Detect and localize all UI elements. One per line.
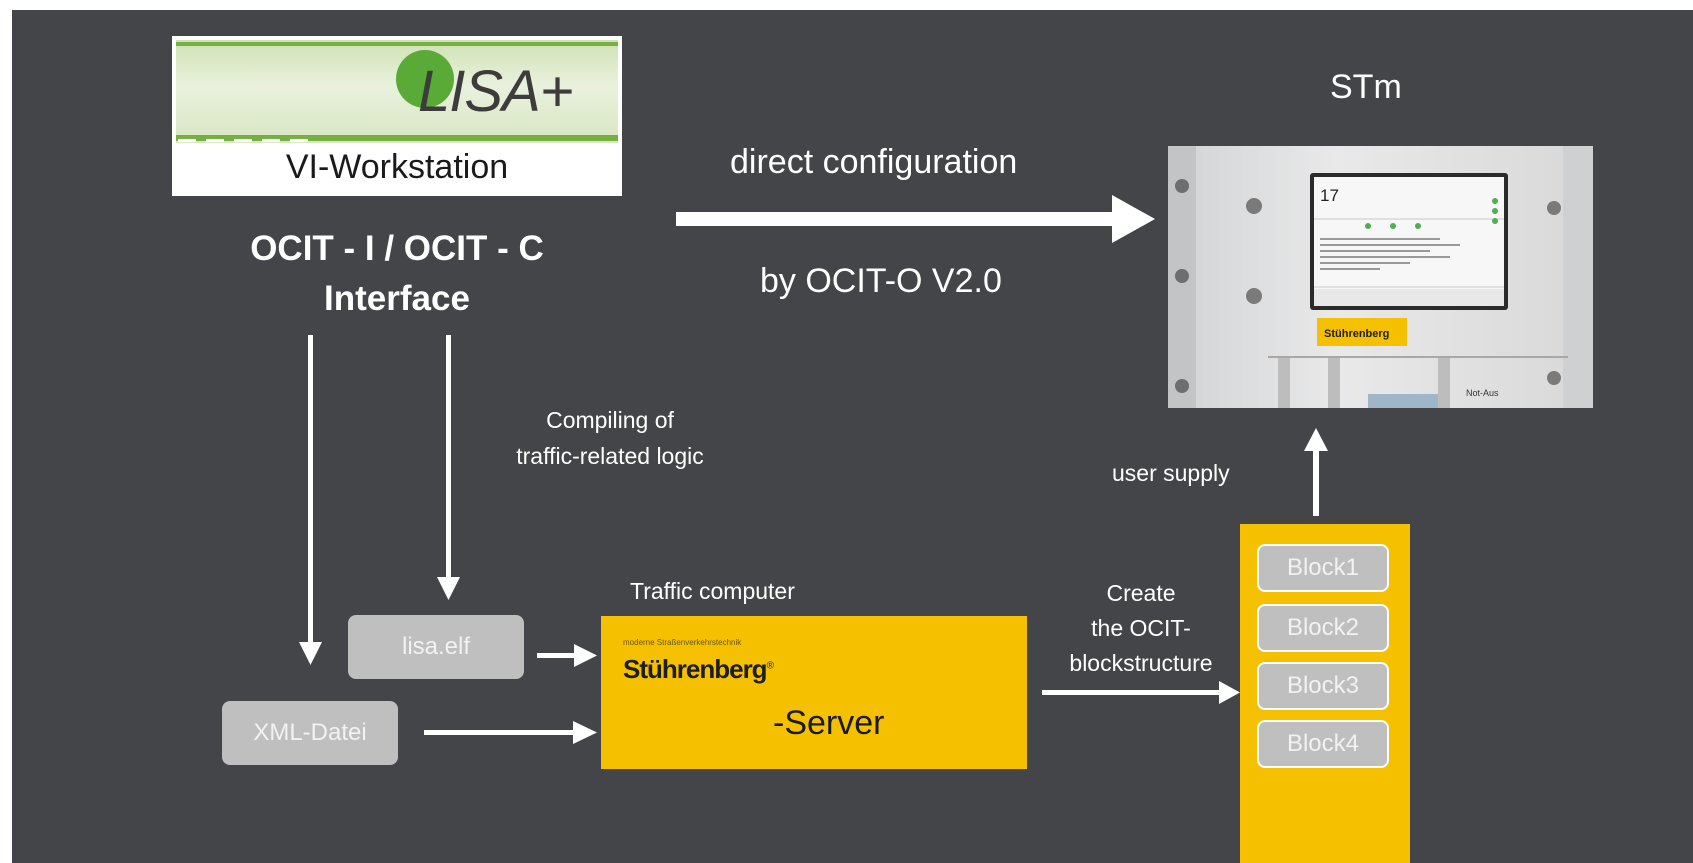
compiling-label-line1: Compiling of [546, 407, 674, 433]
create-blockstructure-label: Create the OCIT- blockstructure [1046, 576, 1236, 681]
ocit-o-version-label: by OCIT-O V2.0 [760, 262, 1002, 300]
user-supply-arrow [1304, 428, 1328, 516]
interface-label-line1: OCIT - I / OCIT - C [250, 229, 544, 268]
interface-label-line2: Interface [324, 279, 470, 318]
stm-title: STm [1330, 68, 1402, 106]
registered-mark: ® [766, 660, 774, 672]
logo-dash [234, 139, 252, 142]
logo-dash [290, 139, 308, 142]
stm-controller-drawing: 17 Stührenberg Not-Aus [1168, 146, 1593, 408]
logo-circle-icon [396, 50, 454, 108]
lisa-elf-file: lisa.elf [348, 615, 524, 679]
logo-top-stripe [176, 42, 618, 46]
user-supply-label: user supply [1112, 460, 1230, 486]
logo-dash [178, 139, 196, 142]
logo-bottom-stripe [176, 135, 618, 141]
block-item: Block3 [1257, 662, 1389, 710]
elf-to-server-arrow [537, 644, 597, 667]
workstation-caption: VI-Workstation [285, 148, 509, 186]
create-label-line1: Create [1106, 580, 1176, 606]
interface-to-elf-arrow [437, 335, 460, 600]
create-label-line2: the OCIT- [1091, 615, 1191, 641]
xml-datei-file: XML-Datei [222, 701, 398, 765]
stm-device-brand: Stührenberg [1324, 328, 1389, 340]
stm-not-aus-label: Not-Aus [1466, 388, 1499, 398]
ocit-block-column: Block1 Block2 Block3 Block4 [1240, 524, 1410, 863]
lisa-logo-box: LISA+ VI-Workstation [172, 36, 622, 196]
diagram-canvas: LISA+ VI-Workstation OCIT - I / OCIT - C… [12, 10, 1693, 863]
create-label-line3: blockstructure [1069, 650, 1213, 676]
logo-dash [262, 139, 280, 142]
interface-to-xml-arrow [299, 335, 322, 665]
lisa-logo-banner: LISA+ [176, 40, 618, 143]
direct-configuration-arrow [676, 195, 1155, 243]
server-brand-logo: Stührenberg® [623, 654, 774, 685]
server-brand-tagline: moderne Straßenverkehrstechnik [623, 638, 742, 647]
compiling-label-line2: traffic-related logic [516, 443, 704, 469]
compiling-label: Compiling of traffic-related logic [490, 402, 730, 474]
server-brand-name: Stührenberg [623, 654, 768, 684]
block-item: Block2 [1257, 604, 1389, 652]
interface-label: OCIT - I / OCIT - C Interface [162, 224, 632, 324]
arrow-layer [299, 195, 1328, 744]
traffic-computer-label: Traffic computer [630, 578, 795, 604]
lisa-logo-text: LISA+ [418, 59, 574, 124]
block-item: Block4 [1257, 720, 1389, 768]
stm-screen-number: 17 [1320, 186, 1339, 205]
stm-controller-image: 17 Stührenberg Not-Aus [1168, 146, 1593, 408]
xml-to-server-arrow [424, 721, 597, 744]
logo-dash [206, 139, 224, 142]
server-to-blocks-arrow [1042, 681, 1240, 704]
traffic-computer-server: moderne Straßenverkehrstechnik Stührenbe… [601, 616, 1027, 769]
server-label: -Server [773, 704, 885, 742]
direct-configuration-label: direct configuration [730, 143, 1018, 181]
block-item: Block1 [1257, 544, 1389, 592]
